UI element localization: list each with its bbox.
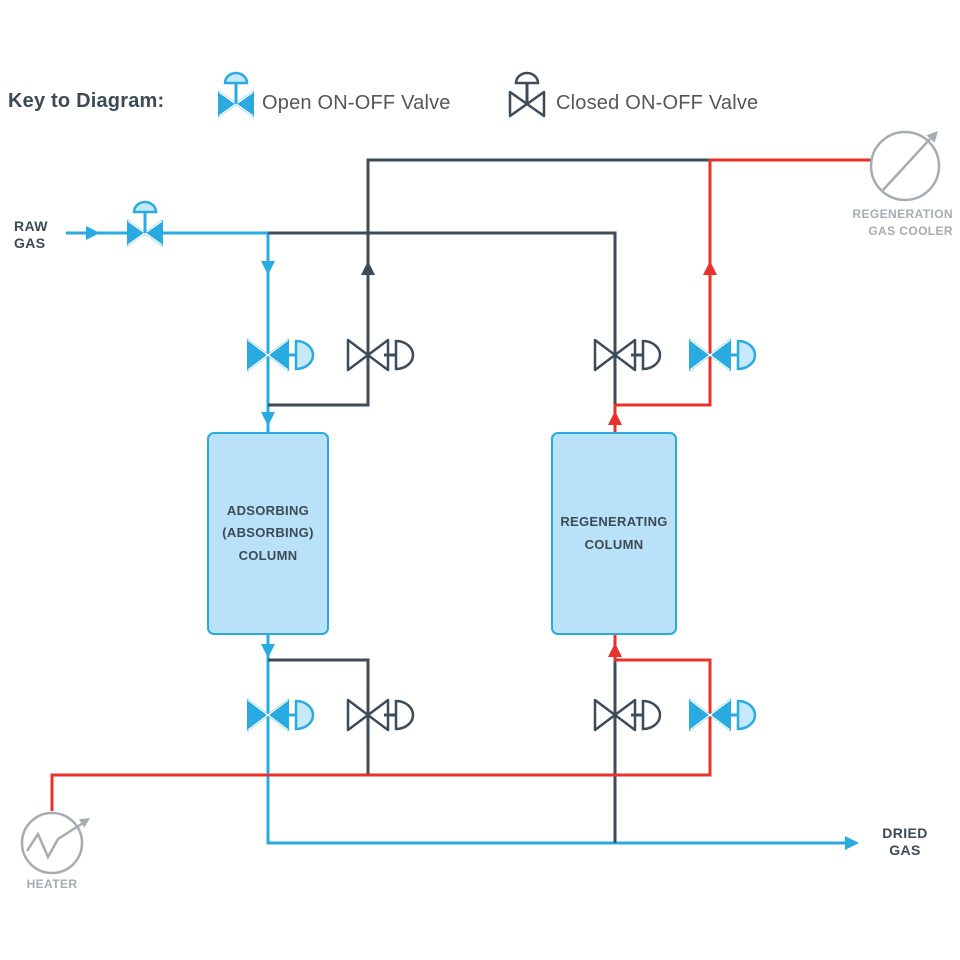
dried-gas-label: DRIED GAS [882, 825, 928, 858]
adsorbing-column-regen-outlet-valve [346, 338, 415, 372]
adsorber-regen-outlet-pipe-closed [268, 158, 710, 407]
key-open-valve-icon [218, 71, 254, 117]
key-closed-valve-icon [508, 71, 546, 118]
dried-gas-pipe [261, 635, 859, 850]
regenerating-column-regen-inlet-valve [689, 699, 757, 731]
key-closed-valve-label: Closed ON-OFF Valve [556, 92, 759, 114]
raw-gas-to-regen-column-pipe-closed [268, 231, 617, 405]
regeneration-gas-cooler-label: REGENERATION GAS COOLER [852, 207, 953, 239]
adsorbing-column-inlet-valve [247, 339, 315, 371]
regeneration-gas-cooler-icon [869, 130, 941, 202]
regen-gas-outlet-pipe-hot [608, 158, 871, 432]
regenerating-column: REGENERATING COLUMN [551, 432, 677, 635]
raw-gas-label: RAW GAS [14, 218, 48, 251]
regenerating-column-inlet-valve [593, 338, 662, 372]
regenerating-column-regen-outlet-valve [689, 339, 757, 371]
adsorbing-column: ADSORBING (ABSORBING) COLUMN [207, 432, 329, 635]
heater-icon [20, 811, 90, 875]
adsorbing-column-outlet-valve [247, 699, 315, 731]
key-title: Key to Diagram: [8, 90, 165, 112]
heater-label: HEATER [26, 877, 78, 891]
key-open-valve-label: Open ON-OFF Valve [262, 92, 451, 114]
regenerating-column-outlet-valve [593, 698, 662, 732]
raw-gas-inlet-valve [127, 200, 163, 246]
heater-to-regen-column-pipe-hot [50, 635, 712, 811]
raw-gas-pipe [66, 226, 275, 432]
adsorbing-column-regen-drain-valve [346, 698, 415, 732]
adsorber-regen-drain-pipe-closed [268, 658, 370, 775]
